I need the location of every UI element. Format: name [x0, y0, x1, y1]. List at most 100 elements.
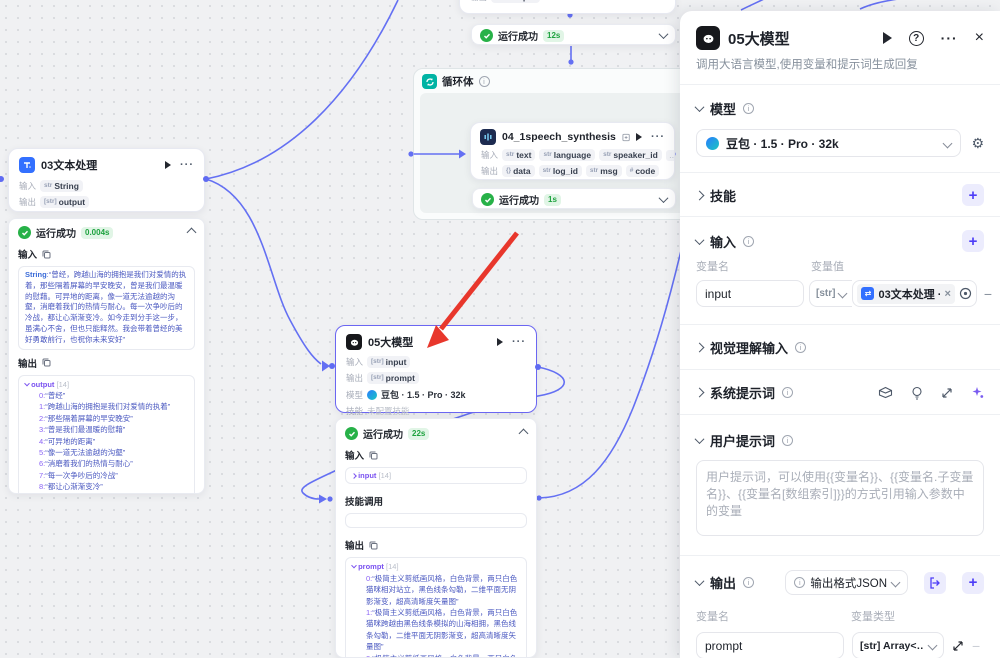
col-variable-type: 变量类型 — [851, 611, 895, 623]
input-tag: [str]input — [367, 356, 411, 368]
info-icon[interactable]: i — [782, 387, 794, 398]
input-type-select[interactable]: [str] — [809, 280, 853, 307]
panel-menu-button[interactable]: ··· — [940, 30, 958, 46]
run-output-tree[interactable]: output [14] 0:“曾经” 1:“跨越山海的拥抱是我们对爱情的执着” … — [18, 374, 195, 493]
import-json-button[interactable] — [924, 571, 946, 594]
chevron-down-icon[interactable] — [694, 576, 705, 587]
info-icon[interactable]: i — [743, 103, 755, 114]
field-label: 输入 — [19, 181, 37, 191]
run-node-button[interactable] — [636, 133, 642, 141]
expand-icon[interactable] — [952, 640, 964, 652]
remove-ref-icon[interactable]: × — [944, 287, 951, 300]
info-icon[interactable]: i — [795, 342, 807, 353]
run-result-llm[interactable]: 运行成功 22s 输入 input [14] 技能调用 输出 prompt [1… — [335, 418, 537, 658]
lightbulb-icon[interactable] — [911, 386, 923, 400]
input-name-field[interactable] — [696, 280, 804, 307]
field-label: 输出 — [346, 373, 364, 383]
section-output: 输出 — [710, 576, 737, 591]
port-llm-in[interactable] — [329, 363, 335, 369]
node-title: 05大模型 — [368, 337, 414, 349]
edge-fragment-2 — [859, 0, 897, 10]
port-llm-out[interactable] — [535, 364, 541, 370]
help-icon[interactable]: ? — [908, 30, 924, 46]
output-name-field[interactable] — [696, 632, 844, 658]
node-title: 04_1speech_synthesis — [502, 131, 616, 143]
remove-input-row-icon[interactable]: − — [983, 285, 993, 302]
output-tag: [str]output — [491, 0, 541, 3]
run-node-button[interactable] — [165, 161, 171, 169]
skill-value: 未配置技能 — [367, 406, 410, 416]
field-label: 模型 — [346, 389, 364, 400]
add-skill-button[interactable]: + — [962, 184, 984, 206]
doubao-model-icon — [706, 136, 719, 150]
chevron-down-icon[interactable] — [694, 102, 705, 113]
output-tag: [str]prompt — [367, 372, 419, 384]
copy-icon[interactable] — [369, 541, 378, 550]
node-menu-button[interactable]: ··· — [651, 131, 665, 143]
chevron-right-icon[interactable] — [694, 387, 705, 398]
node-menu-button[interactable]: ··· — [180, 159, 194, 171]
prompt-library-icon[interactable] — [878, 386, 893, 399]
chevron-right-icon[interactable] — [694, 190, 705, 200]
loop-title: 循环体 — [442, 76, 474, 88]
success-icon — [345, 427, 358, 440]
run-button[interactable] — [882, 32, 892, 44]
run-input-collapsed[interactable]: input [14] — [345, 467, 527, 485]
run-result-top[interactable]: 运行成功 12s — [471, 24, 676, 45]
add-output-button[interactable]: + — [962, 571, 984, 594]
run-result-speech[interactable]: 运行成功 1s — [472, 188, 676, 209]
model-selector-value: 豆包 · 1.5 · Pro · 32k — [726, 136, 839, 151]
port-text-in[interactable] — [0, 176, 4, 182]
info-icon[interactable]: i — [743, 577, 755, 588]
loop-info-icon[interactable]: i — [478, 76, 490, 87]
node-top-partial[interactable]: 输出 [str]output — [459, 0, 676, 14]
chevron-down-icon[interactable] — [694, 234, 705, 245]
port-text-out[interactable] — [203, 176, 209, 182]
target-icon[interactable] — [959, 287, 972, 300]
field-label: 输入 — [481, 150, 499, 160]
node-llm[interactable]: 05大模型 ··· 输入 [str]input 输出 [str]prompt 模… — [335, 325, 537, 416]
llm-panel-icon — [696, 26, 720, 50]
remove-output-row-icon[interactable]: − — [972, 637, 981, 654]
info-icon[interactable]: i — [782, 435, 794, 446]
section-vision-input: 视觉理解输入 — [710, 341, 789, 356]
chevron-right-icon[interactable] — [694, 342, 705, 353]
run-output-label: 输出 — [345, 541, 365, 553]
ref-chip[interactable]: ⇄ 03文本处理 ·· × — [857, 283, 955, 304]
chevron-down-icon[interactable] — [694, 434, 705, 445]
sparkle-icon[interactable] — [971, 386, 984, 399]
output-type-select[interactable]: [str] Array<… — [852, 632, 944, 658]
copy-icon[interactable] — [369, 451, 378, 460]
run-result-text[interactable]: 运行成功 0.004s 输入 String:“曾经，跨越山海的拥抱是我们对爱情的… — [8, 218, 205, 494]
input-value-ref[interactable]: ⇄ 03文本处理 ·· × — [852, 280, 977, 307]
expand-icon[interactable] — [941, 387, 953, 399]
output-format-badge[interactable]: i 输出格式JSON — [785, 570, 908, 595]
more-tags-chip[interactable]: … — [665, 149, 674, 161]
info-icon[interactable]: i — [743, 235, 755, 247]
arrowhead-loopback — [319, 494, 327, 504]
col-variable-name: 变量名 — [696, 261, 729, 273]
close-icon[interactable]: × — [974, 29, 984, 46]
add-input-button[interactable]: + — [962, 230, 984, 252]
copy-icon[interactable] — [42, 250, 51, 259]
model-selector[interactable]: 豆包 · 1.5 · Pro · 32k — [696, 129, 962, 157]
gear-icon[interactable]: ⚙ — [971, 134, 984, 151]
run-input-value: String:“曾经，跨越山海的拥抱是我们对爱情的执着，那些隔着屏幕的早安晚安，… — [18, 266, 195, 350]
run-time-badge: 0.004s — [81, 226, 114, 239]
success-icon — [481, 193, 494, 206]
output-format-label: 输出格式JSON — [810, 577, 887, 590]
node-title: 03文本处理 — [41, 160, 98, 172]
run-output-tree[interactable]: prompt [14] 0:“极简主义剪纸画风格，白色背景，两只白色猫咪相对站立… — [345, 557, 527, 657]
user-prompt-textarea[interactable] — [696, 460, 984, 536]
run-time-badge: 1s — [544, 193, 561, 206]
success-icon — [18, 226, 31, 239]
type-label: [str] — [816, 288, 836, 299]
node-menu-button[interactable]: ··· — [512, 336, 526, 348]
copy-icon[interactable] — [42, 358, 51, 367]
run-node-button[interactable] — [497, 338, 503, 346]
